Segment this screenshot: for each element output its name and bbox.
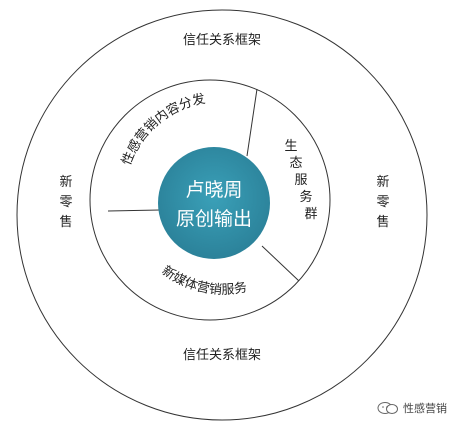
center-circle [158,147,270,259]
center-label-line2: 原创输出 [176,208,252,230]
outer-label-top: 信任关系框架 [183,33,261,48]
svg-text:售: 售 [376,214,389,230]
divider-bottom-right [261,245,300,282]
middle-label-bottom-arc: 新媒体营销服务 [159,263,248,298]
outer-ring [16,9,428,421]
watermark-text: 性感营销 [403,402,447,415]
svg-text:务: 务 [299,189,312,205]
wechat-icon [377,402,398,414]
svg-text:新: 新 [376,174,389,190]
outer-label-right: 新 零 售 [376,174,389,230]
svg-text:服: 服 [294,173,307,188]
divider-left [107,209,161,212]
svg-text:生: 生 [284,139,297,154]
svg-text:零: 零 [376,195,389,210]
outer-label-bottom: 信任关系框架 [183,348,261,363]
svg-text:群: 群 [304,207,317,222]
svg-text:态: 态 [289,156,302,171]
middle-ring [89,79,331,321]
middle-label-right: 生 态 服 务 群 [284,139,317,222]
svg-text:售: 售 [59,214,72,230]
svg-text:零: 零 [59,195,72,210]
watermark: 性感营销 [377,400,447,416]
divider-top [246,88,258,157]
center-label-line1: 卢晓周 [185,179,242,201]
svg-text:新: 新 [59,174,72,190]
outer-label-left: 新 零 售 [59,174,72,230]
